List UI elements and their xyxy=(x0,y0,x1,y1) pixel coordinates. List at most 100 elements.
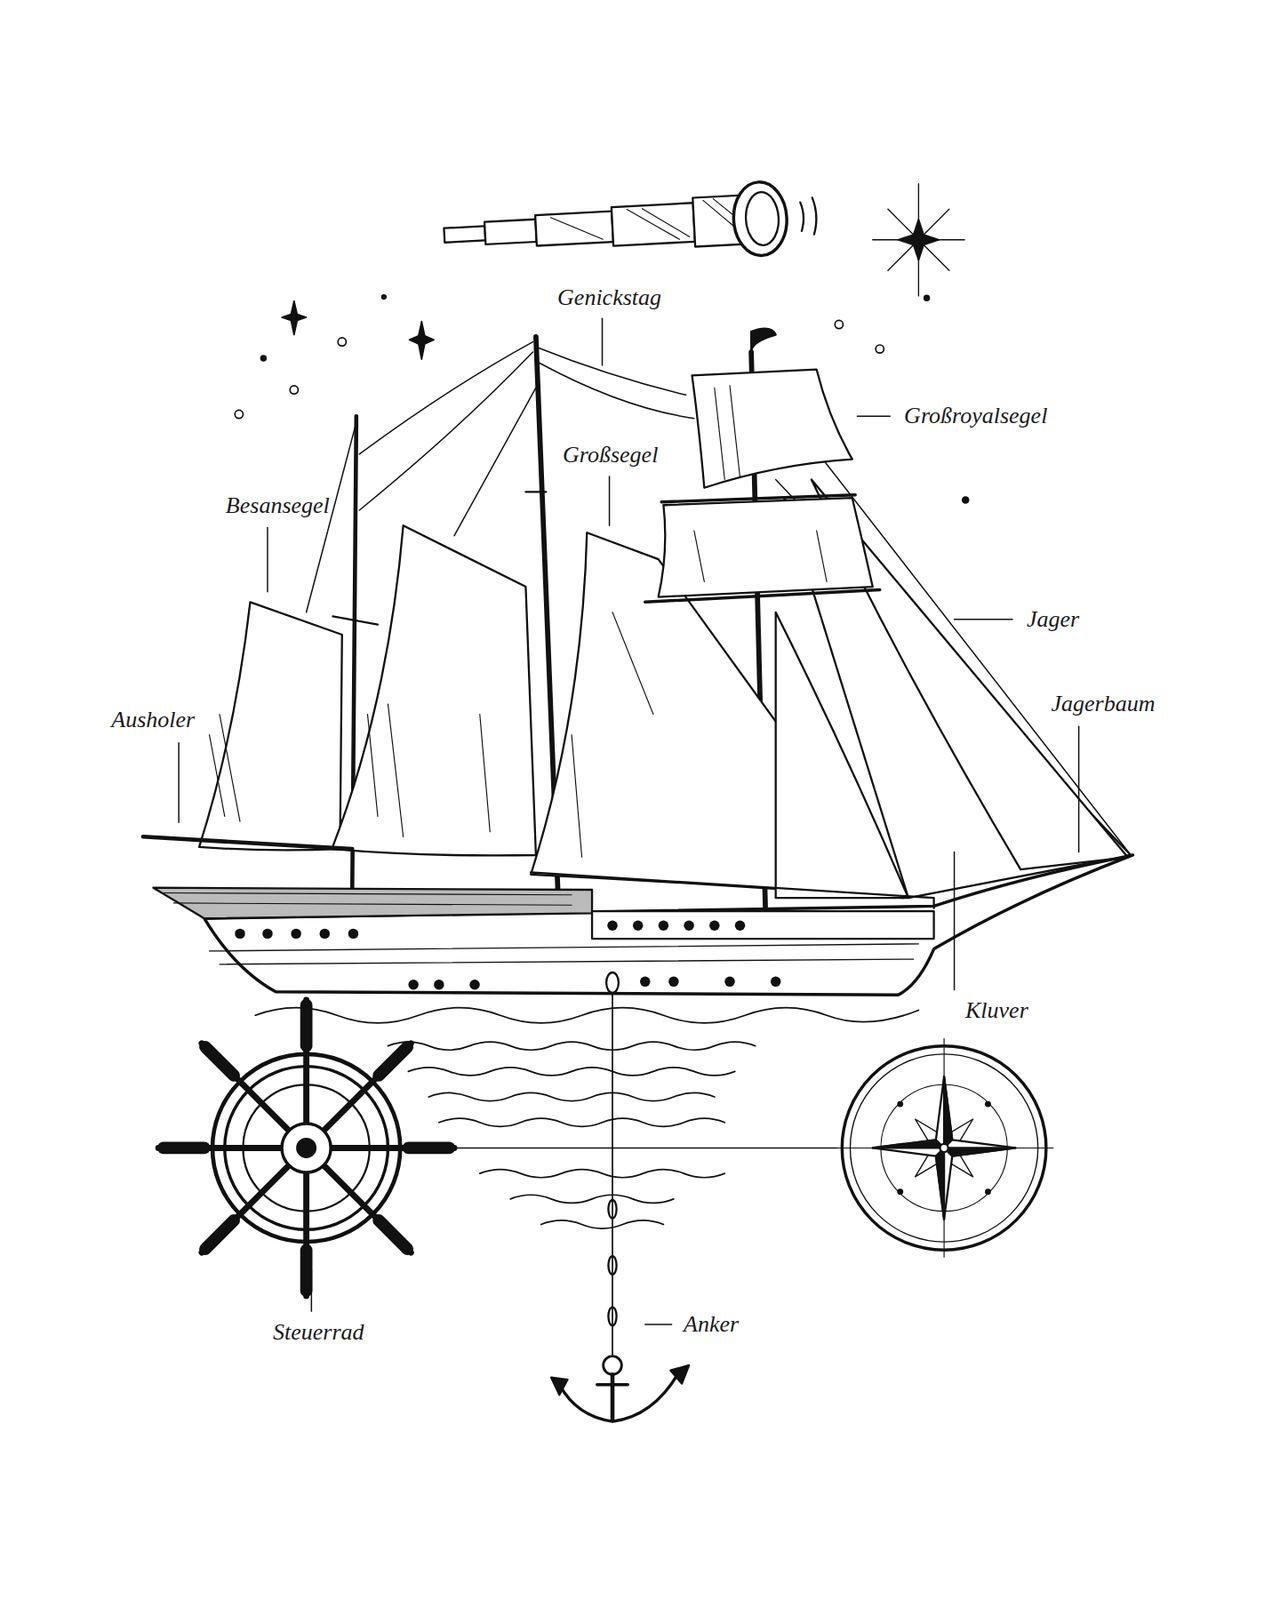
hull xyxy=(143,836,1134,995)
steering-wheel xyxy=(158,1000,455,1296)
compass-rose-part xyxy=(849,1054,1038,1242)
part-label: Großroyalsegel xyxy=(902,403,1049,430)
rigging-part xyxy=(454,387,536,536)
compass-rose-part xyxy=(872,1076,1016,1220)
steering-wheel-part xyxy=(378,1220,408,1249)
sails-part xyxy=(199,601,343,850)
sails-part xyxy=(209,385,828,857)
anchor-part xyxy=(608,1200,616,1219)
leader-lines-part xyxy=(601,318,603,366)
stars-part xyxy=(337,337,346,346)
hull-part xyxy=(262,928,272,939)
steering-wheel-part xyxy=(281,1123,331,1173)
part-label: Genickstag xyxy=(555,285,664,312)
leader-lines-part xyxy=(645,1323,672,1325)
leader-lines-part xyxy=(266,527,268,592)
steering-wheel-part xyxy=(158,1000,455,1296)
sails-part xyxy=(658,497,873,597)
part-label: Ausholer xyxy=(109,707,197,734)
masts-part xyxy=(332,616,378,624)
water-part xyxy=(387,1041,755,1050)
masts-part xyxy=(751,328,776,353)
anchor xyxy=(551,972,689,1422)
spyglass-part xyxy=(744,191,781,247)
hull-part xyxy=(143,836,352,849)
sails-part xyxy=(661,495,856,503)
hull-part xyxy=(592,911,935,939)
anchor-part xyxy=(597,1383,628,1386)
steering-wheel-part xyxy=(224,1066,389,1231)
compass-rose-part xyxy=(896,1101,904,1108)
steering-wheel-part xyxy=(242,1084,369,1211)
anchor-part xyxy=(610,1374,616,1421)
stars-part xyxy=(962,496,969,504)
compass-rose-part xyxy=(872,1076,1016,1220)
compass-rose xyxy=(834,1039,1054,1258)
sails xyxy=(199,369,1131,899)
compass-rose-part xyxy=(896,1101,992,1196)
spyglass-part xyxy=(800,197,817,235)
stars-part xyxy=(897,219,939,261)
steering-wheel-part xyxy=(300,1249,313,1291)
leader-lines xyxy=(178,318,1080,1325)
leader-lines-part xyxy=(311,1270,312,1312)
water-part xyxy=(408,1067,735,1076)
spyglass-part xyxy=(551,215,604,243)
hull-part xyxy=(469,979,480,990)
sails-part xyxy=(331,525,536,856)
masts-part xyxy=(525,490,546,493)
steering-wheel-part xyxy=(378,1047,408,1076)
steering-wheel-part xyxy=(205,1047,234,1076)
spyglass-part xyxy=(641,206,689,240)
compass-rose-part xyxy=(896,1188,904,1195)
stars-part xyxy=(281,301,307,336)
anchor-part xyxy=(611,994,614,1355)
stars-part xyxy=(289,385,298,394)
leader-lines-part xyxy=(177,743,179,824)
hull-part xyxy=(408,979,418,990)
hull-part xyxy=(433,979,444,990)
spyglass-part xyxy=(443,225,486,242)
hull-part xyxy=(770,976,781,987)
hull-part xyxy=(290,928,301,939)
spyglass-part xyxy=(731,180,789,257)
hull-part xyxy=(683,920,694,930)
hull-part xyxy=(530,872,934,909)
rigging-part xyxy=(537,362,695,419)
sails-part xyxy=(692,369,853,488)
hull-part xyxy=(152,888,592,919)
part-label: Jagerbaum xyxy=(1048,691,1157,718)
hull-part xyxy=(209,944,920,965)
compass-rose-part xyxy=(984,1188,992,1195)
part-label: Steuerrad xyxy=(271,1320,367,1346)
spyglass-part xyxy=(484,219,537,245)
anchor-part xyxy=(608,1307,616,1327)
compass-rose-part xyxy=(940,1144,949,1152)
leader-lines-part xyxy=(608,476,610,526)
hull-part xyxy=(709,920,720,930)
stars-part xyxy=(924,295,930,301)
hull-part xyxy=(640,976,650,987)
hull-part xyxy=(320,928,330,939)
leader-lines-part xyxy=(954,618,1013,620)
steering-wheel-part xyxy=(205,1220,234,1249)
water-part xyxy=(541,1220,664,1229)
stars xyxy=(234,184,968,504)
anchor-part xyxy=(559,1372,679,1422)
rigging-part xyxy=(359,342,533,455)
stars-part xyxy=(872,184,965,296)
spyglass-part xyxy=(626,207,680,243)
hull-part xyxy=(348,928,359,939)
anchor-part xyxy=(551,1365,689,1395)
hull-part xyxy=(163,892,572,905)
stars-part xyxy=(409,321,435,360)
water-part xyxy=(510,1194,674,1203)
stars-part xyxy=(382,295,387,300)
anchor-part xyxy=(606,972,619,993)
water-part xyxy=(428,1092,714,1101)
sails-part xyxy=(776,612,909,898)
stars-part xyxy=(834,320,843,328)
leader-lines-part xyxy=(953,852,955,991)
spyglass-part xyxy=(611,202,696,246)
